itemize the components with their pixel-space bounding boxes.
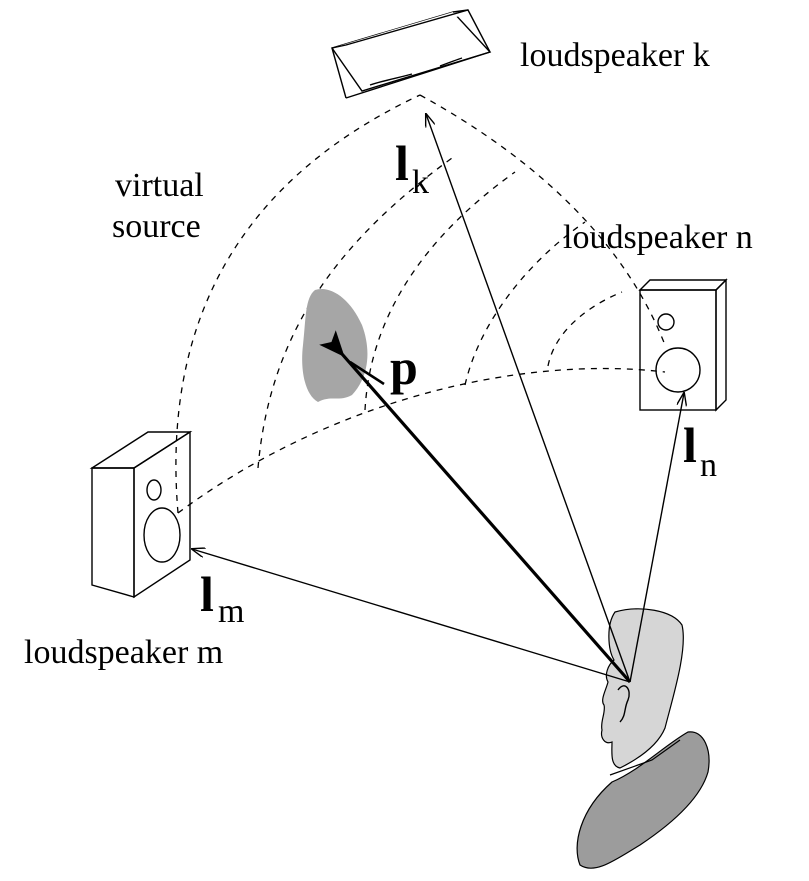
loudspeaker-n-icon (638, 278, 728, 412)
virtual-source-label-line2: source (112, 208, 201, 245)
vector-p-label: p (390, 339, 418, 395)
listener-collar (609, 739, 681, 776)
vector-p (319, 330, 632, 684)
vector-lk-label: l (395, 135, 409, 191)
vector-l-k (426, 114, 631, 683)
loudspeaker-k-icon (330, 9, 492, 99)
vector-l-n (629, 393, 684, 683)
vector-ln-label: l (683, 417, 697, 473)
vector-ln-subscript: n (700, 447, 717, 484)
loudspeaker-k-label: loudspeaker k (520, 37, 710, 74)
virtual-source-shape (302, 288, 368, 402)
virtual-source-label-line1: virtual (115, 167, 204, 204)
loudspeaker-m-label: loudspeaker m (24, 634, 223, 671)
loudspeaker-m-icon (89, 430, 193, 599)
listener-head-shape (600, 608, 684, 769)
listener-shoulder-shape (576, 731, 710, 869)
loudspeaker-n-label: loudspeaker n (563, 219, 753, 256)
vector-lm-label: l (200, 566, 214, 622)
vector-lk-subscript: k (412, 164, 429, 201)
vector-lm-subscript: m (218, 593, 244, 630)
p-pointer (349, 360, 385, 386)
vector-l-m (192, 549, 631, 683)
dashed-arcs (175, 94, 666, 514)
